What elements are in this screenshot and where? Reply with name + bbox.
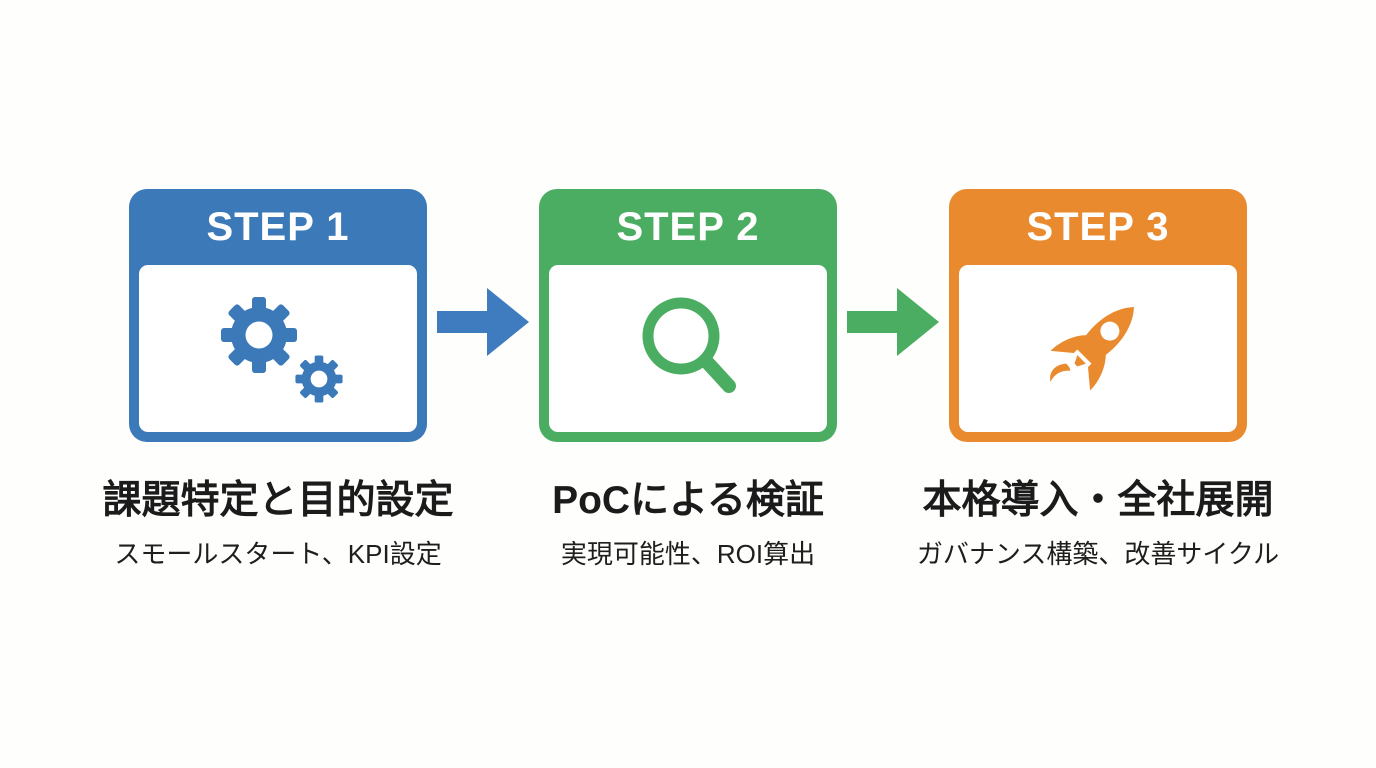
step-3-body bbox=[959, 265, 1237, 432]
rocket-icon bbox=[1050, 306, 1134, 390]
step-2-header: STEP 2 bbox=[539, 189, 837, 265]
magnifier-icon bbox=[642, 297, 736, 393]
step-3-header: STEP 3 bbox=[949, 189, 1247, 265]
step-1: STEP 1 bbox=[103, 189, 454, 570]
step-3-subtitle: ガバナンス構築、改善サイクル bbox=[916, 538, 1280, 569]
step-2-title: PoCによる検証 bbox=[552, 479, 824, 522]
steps-row: STEP 1 bbox=[0, 189, 1376, 570]
step-1-label: STEP 1 bbox=[206, 204, 350, 249]
step-1-body bbox=[139, 265, 417, 432]
step-1-subtitle: スモールスタート、KPI設定 bbox=[114, 538, 442, 569]
step-1-header: STEP 1 bbox=[129, 189, 427, 265]
right-arrow-icon bbox=[437, 288, 529, 356]
step-3-card: STEP 3 bbox=[949, 189, 1247, 442]
step-2: STEP 2 PoCによる検証 実現可能性、ROI算出 bbox=[539, 189, 837, 570]
step-3-label: STEP 3 bbox=[1026, 204, 1170, 249]
step-3: STEP 3 bbox=[917, 189, 1279, 570]
step-2-label: STEP 2 bbox=[616, 204, 760, 249]
step-2-subtitle: 実現可能性、ROI算出 bbox=[560, 538, 816, 569]
step-1-card: STEP 1 bbox=[129, 189, 427, 442]
arrow-2 bbox=[837, 189, 949, 358]
step-2-card: STEP 2 bbox=[539, 189, 837, 442]
step-1-title: 課題特定と目的設定 bbox=[102, 479, 454, 522]
arrow-1 bbox=[427, 189, 539, 358]
step-2-body bbox=[549, 265, 827, 432]
step-3-title: 本格導入・全社展開 bbox=[922, 479, 1274, 522]
right-arrow-icon bbox=[847, 288, 939, 356]
gears-icon bbox=[221, 296, 343, 403]
